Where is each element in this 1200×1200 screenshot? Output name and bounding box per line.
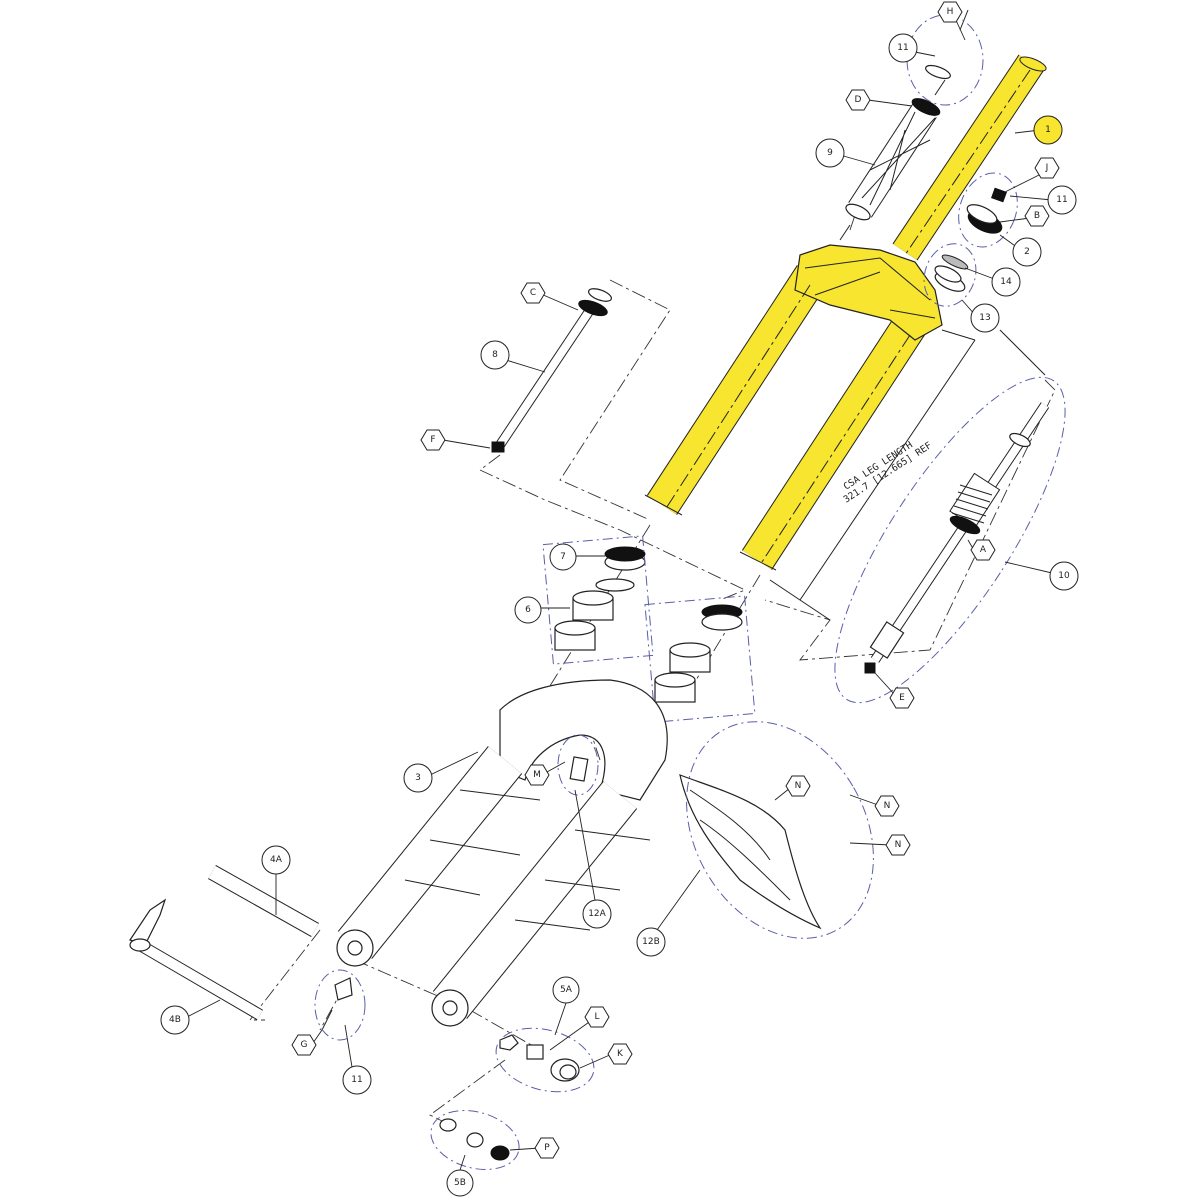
- callout-13: 13: [970, 303, 1000, 333]
- callout-l: L: [584, 1006, 610, 1028]
- group-outline-13: [923, 243, 977, 307]
- group-outline-6-7: [542, 535, 654, 665]
- damper-assembly: [864, 402, 1050, 674]
- group-outline-11-top: [906, 14, 984, 106]
- callout-g: G: [291, 1034, 317, 1056]
- group-outline-11-lower: [314, 969, 366, 1041]
- callout-1: 1: [1033, 115, 1063, 145]
- callout-4a: 4A: [261, 845, 291, 875]
- callout-6: 6: [514, 596, 542, 624]
- svg-text:P: P: [544, 1143, 550, 1153]
- svg-text:12A: 12A: [588, 909, 606, 919]
- svg-text:5A: 5A: [560, 985, 573, 995]
- svg-text:11: 11: [351, 1075, 362, 1085]
- callout-n-1: N: [785, 775, 811, 797]
- callout-m: M: [524, 764, 550, 786]
- callout-p: P: [534, 1137, 560, 1159]
- callout-c: C: [520, 282, 546, 304]
- group-outline-6-7-right: [644, 595, 756, 723]
- callout-k: K: [607, 1043, 633, 1065]
- callout-b: B: [1024, 205, 1050, 227]
- callout-f: F: [420, 429, 446, 451]
- callout-11-lower: 11: [342, 1065, 372, 1095]
- group-outline-5a: [495, 1027, 595, 1093]
- callout-11-top: 11: [888, 33, 918, 63]
- callout-10: 10: [1049, 561, 1079, 591]
- svg-text:12B: 12B: [642, 937, 660, 947]
- callout-n-2: N: [874, 795, 900, 817]
- callout-5b: 5B: [446, 1169, 474, 1197]
- callouts: H 11 D 1 9 J 11 B 2 14 13 C 8 F 10 A E 7…: [160, 1, 1079, 1197]
- damper-cartridge: [839, 9, 969, 241]
- svg-text:5B: 5B: [454, 1178, 466, 1188]
- svg-text:N: N: [795, 781, 802, 791]
- callout-12a: 12A: [582, 899, 612, 929]
- callout-h: H: [937, 1, 963, 23]
- group-outline-10: [834, 376, 1066, 704]
- callout-d: D: [845, 89, 871, 111]
- svg-text:13: 13: [979, 313, 990, 323]
- callout-7: 7: [549, 543, 577, 571]
- callout-8: 8: [480, 340, 510, 370]
- svg-text:L: L: [594, 1012, 599, 1022]
- callout-11-right: 11: [1047, 185, 1077, 215]
- svg-text:M: M: [533, 770, 541, 780]
- svg-text:K: K: [617, 1049, 624, 1059]
- svg-text:N: N: [895, 840, 902, 850]
- callout-n-3: N: [885, 834, 911, 856]
- svg-text:E: E: [899, 693, 905, 703]
- svg-text:H: H: [947, 7, 954, 17]
- upper-crown-steerer-assembly: [644, 54, 1047, 571]
- svg-text:J: J: [1045, 163, 1049, 173]
- group-outline-2: [958, 172, 1018, 248]
- callout-2: 2: [1012, 237, 1042, 267]
- svg-text:4A: 4A: [270, 855, 283, 865]
- callout-3: 3: [403, 763, 433, 793]
- svg-text:4B: 4B: [169, 1015, 181, 1025]
- group-outline-12b: [686, 721, 874, 939]
- lower-leg-casting: [336, 679, 668, 1027]
- callout-5a: 5A: [552, 976, 580, 1004]
- svg-text:2: 2: [1024, 247, 1030, 257]
- svg-text:10: 10: [1058, 571, 1070, 581]
- seal-bushing-parts: [554, 546, 743, 703]
- svg-text:3: 3: [415, 773, 421, 783]
- group-outline-12a: [557, 734, 599, 796]
- leader-lines: [186, 17, 1053, 1171]
- dimension-lines: [769, 329, 1046, 621]
- callout-j: J: [1034, 157, 1060, 179]
- assembly-lines: [249, 214, 1056, 1126]
- svg-text:11: 11: [897, 43, 908, 53]
- svg-text:G: G: [301, 1040, 308, 1050]
- callout-12b: 12B: [636, 927, 666, 957]
- fender: [679, 774, 822, 930]
- top-cap-parts: [934, 187, 1007, 292]
- svg-text:1: 1: [1045, 125, 1051, 135]
- svg-text:8: 8: [492, 350, 498, 360]
- svg-text:11: 11: [1056, 195, 1067, 205]
- svg-text:B: B: [1034, 211, 1040, 221]
- svg-text:F: F: [430, 435, 435, 445]
- hardware-parts: [321, 977, 580, 1161]
- svg-text:A: A: [980, 545, 987, 555]
- callout-14: 14: [991, 267, 1021, 297]
- callout-9: 9: [815, 138, 845, 168]
- svg-text:6: 6: [525, 605, 531, 615]
- svg-text:C: C: [530, 288, 536, 298]
- air-spring-shaft: [491, 288, 613, 453]
- svg-text:9: 9: [827, 148, 833, 158]
- svg-text:N: N: [884, 801, 891, 811]
- svg-text:7: 7: [560, 552, 566, 562]
- svg-text:D: D: [855, 95, 862, 105]
- group-outline-5b: [430, 1110, 520, 1170]
- callout-a: A: [970, 539, 996, 561]
- axle-parts: [129, 865, 319, 1021]
- csa-leg-length-value: 321.7 [12.665] REF: [842, 440, 935, 505]
- callout-4b: 4B: [160, 1005, 190, 1035]
- svg-text:14: 14: [1000, 277, 1012, 287]
- callout-e: E: [889, 687, 915, 709]
